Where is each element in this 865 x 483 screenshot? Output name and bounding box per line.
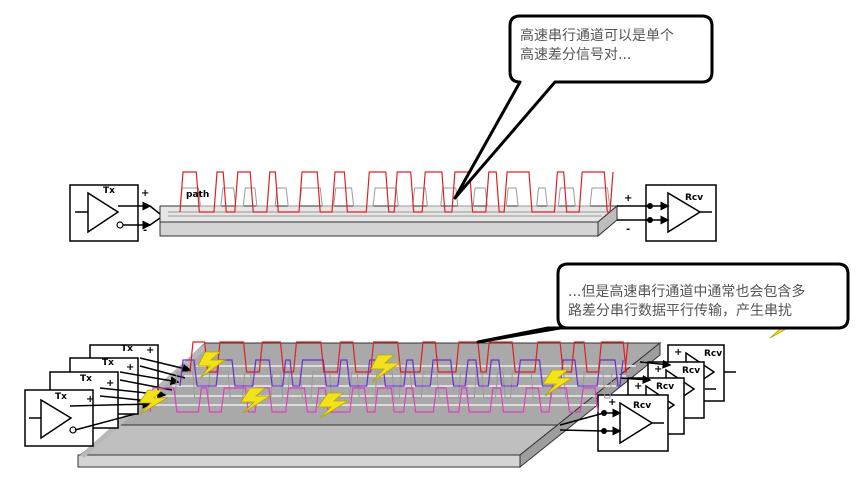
path-label: path	[186, 190, 210, 200]
bottom-plus-label-3: +	[106, 378, 115, 389]
bottom-callout-line2: 路差分串行数据平行传输，产生串扰	[568, 303, 792, 319]
bottom-red-waveform	[189, 341, 629, 373]
single-channel-section	[69, 14, 717, 242]
lightning-icon	[197, 351, 227, 379]
top-gray-waveform	[179, 187, 613, 207]
bottom-rcv-label-3: Rcv	[656, 382, 675, 392]
top-rcv-receiver	[617, 184, 717, 242]
top-tx-driver	[69, 184, 161, 242]
bottom-rcv-label-4: Rcv	[633, 401, 652, 411]
top-callout-bubble	[453, 14, 714, 200]
top-rcv-minus-label: -	[626, 224, 631, 235]
bottom-tx-label-1: Tx	[121, 344, 133, 354]
bottom-rcv-plus-label-2: +	[654, 364, 663, 375]
top-board	[159, 204, 619, 238]
multi-channel-section	[24, 262, 850, 469]
top-signal-waveforms	[179, 171, 614, 213]
top-callout-line1: 高速串行通道可以是单个	[520, 28, 674, 44]
top-tx-label: Tx	[103, 186, 115, 196]
lightning-icon	[542, 369, 574, 397]
bottom-callout-line1: ...但是高速串行通道中通常也会包含多	[568, 284, 806, 300]
bottom-tx-label-4: Tx	[55, 392, 67, 402]
bottom-rcv-plus-label-1: +	[674, 347, 683, 358]
lightning-icon	[370, 354, 402, 383]
bottom-purple-waveform	[179, 359, 624, 387]
top-minus-label: -	[143, 225, 148, 236]
bottom-rcv-label-1: Rcv	[704, 349, 723, 359]
top-callout-line2: 高速差分信号对...	[520, 47, 632, 63]
bottom-rcv-label-2: Rcv	[682, 366, 701, 376]
bottom-plus-label-4: +	[86, 394, 95, 405]
bottom-rcv-receivers	[559, 344, 736, 452]
lightning-icon	[138, 389, 169, 415]
lightning-icon	[240, 387, 272, 414]
top-rcv-label: Rcv	[685, 193, 704, 203]
bottom-callout-bubble	[476, 262, 850, 344]
bottom-plus-label-2: +	[126, 362, 135, 373]
bottom-rcv-plus-label-3: +	[634, 381, 643, 392]
top-rcv-plus-label: +	[624, 193, 633, 204]
bottom-signal-waveforms	[149, 341, 629, 413]
bottom-plus-label-1: +	[146, 345, 155, 356]
lightning-icon	[317, 392, 350, 419]
bottom-tx-label-2: Tx	[102, 358, 114, 368]
top-red-waveform	[179, 171, 614, 213]
bottom-pink-waveform	[149, 387, 599, 413]
bottom-rcv-plus-label-4: +	[608, 397, 617, 408]
top-plus-label: +	[141, 188, 150, 199]
bottom-tx-label-3: Tx	[80, 374, 92, 384]
